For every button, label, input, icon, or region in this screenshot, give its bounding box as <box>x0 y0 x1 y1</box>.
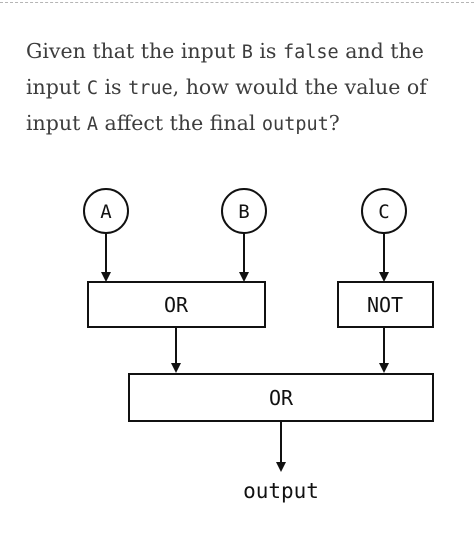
input-node-c: C <box>361 188 407 234</box>
not-gate-label: NOT <box>367 293 403 317</box>
question-code-c: C <box>86 78 98 99</box>
or-gate-1-label: OR <box>164 293 189 317</box>
question-fragment: is <box>252 39 283 63</box>
or-gate-2: OR <box>128 373 434 422</box>
question-fragment: ? <box>328 111 340 135</box>
output-label: output <box>243 479 319 503</box>
input-label-b: B <box>238 201 249 223</box>
or-gate-1: OR <box>87 281 266 328</box>
question-fragment: affect the final <box>97 111 262 135</box>
input-label-c: C <box>378 201 389 223</box>
or-gate-2-label: OR <box>269 386 294 410</box>
input-node-b: B <box>221 188 267 234</box>
question-fragment: is <box>97 75 129 99</box>
top-dashed-divider <box>0 2 474 3</box>
question-code-true: true <box>128 78 173 99</box>
question-fragment: Given that the input <box>26 39 242 63</box>
input-label-a: A <box>100 201 112 223</box>
question-fragment: and the input <box>26 39 424 99</box>
question-code-b: B <box>241 42 253 63</box>
input-node-a: A <box>83 188 129 234</box>
question-code-a: A <box>86 114 98 135</box>
question-fragment: , how would the value of input <box>26 75 427 135</box>
not-gate: NOT <box>337 281 434 328</box>
question-text: Given that the input B is false and the … <box>26 34 456 142</box>
question-code-output: output <box>261 114 329 135</box>
question-code-false: false <box>282 42 339 63</box>
